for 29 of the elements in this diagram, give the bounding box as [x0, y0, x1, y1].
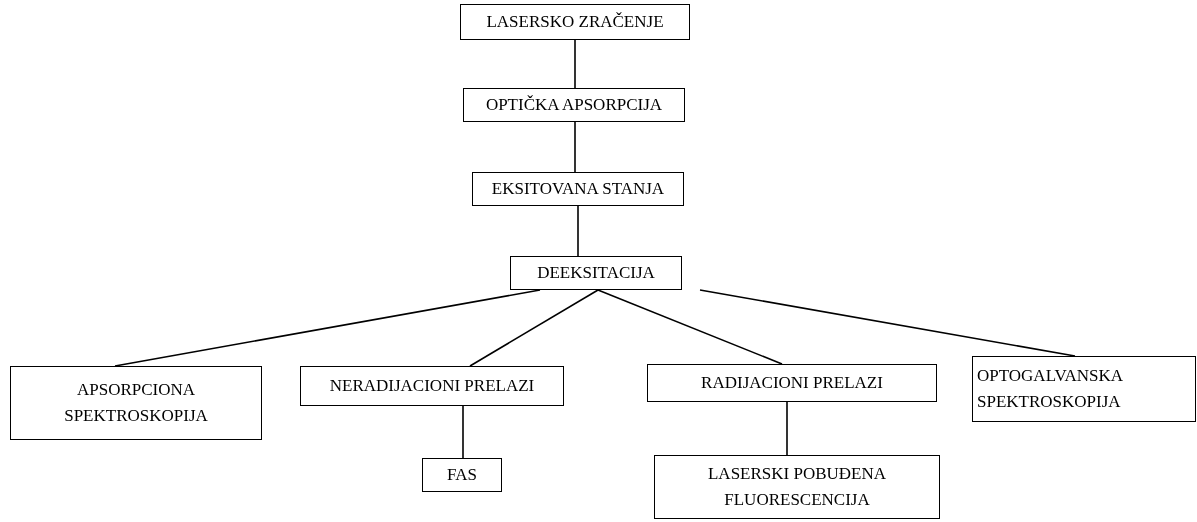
process-box	[300, 366, 564, 406]
connector-line	[114, 289, 541, 367]
connector-line	[462, 405, 464, 459]
connector-line	[469, 289, 599, 367]
box-label: FAS	[447, 463, 477, 486]
connector-line	[577, 205, 579, 257]
process-box	[460, 4, 690, 40]
box-label: NERADIJACIONI PRELAZI	[329, 374, 535, 397]
box-label: LASERSKI POBUĐENA FLUORESCENCIJA	[706, 462, 887, 511]
box-label: OPTIČKA APSORPCIJA	[485, 93, 663, 116]
process-box	[422, 458, 502, 492]
box-label: EKSITOVANA STANJA	[491, 177, 665, 200]
process-box	[463, 88, 685, 122]
box-label: DEEKSITACIJA	[537, 261, 655, 284]
connector-line	[574, 121, 576, 173]
process-box	[972, 356, 1196, 422]
connector-line	[597, 289, 783, 365]
process-box	[654, 455, 940, 519]
box-label: OPTOGALVANSKA SPEKTROSKOPIJA	[977, 364, 1124, 413]
process-box	[510, 256, 682, 290]
process-box	[10, 366, 262, 440]
connector-line	[786, 401, 788, 456]
process-box	[647, 364, 937, 402]
box-label: APSORPCIONA SPEKTROSKOPIJA	[63, 378, 209, 427]
connector-line	[699, 289, 1076, 357]
box-label: LASERSKO ZRAČENJE	[486, 10, 664, 33]
connector-line	[574, 39, 576, 89]
box-label: RADIJACIONI PRELAZI	[701, 371, 883, 394]
process-box	[472, 172, 684, 206]
